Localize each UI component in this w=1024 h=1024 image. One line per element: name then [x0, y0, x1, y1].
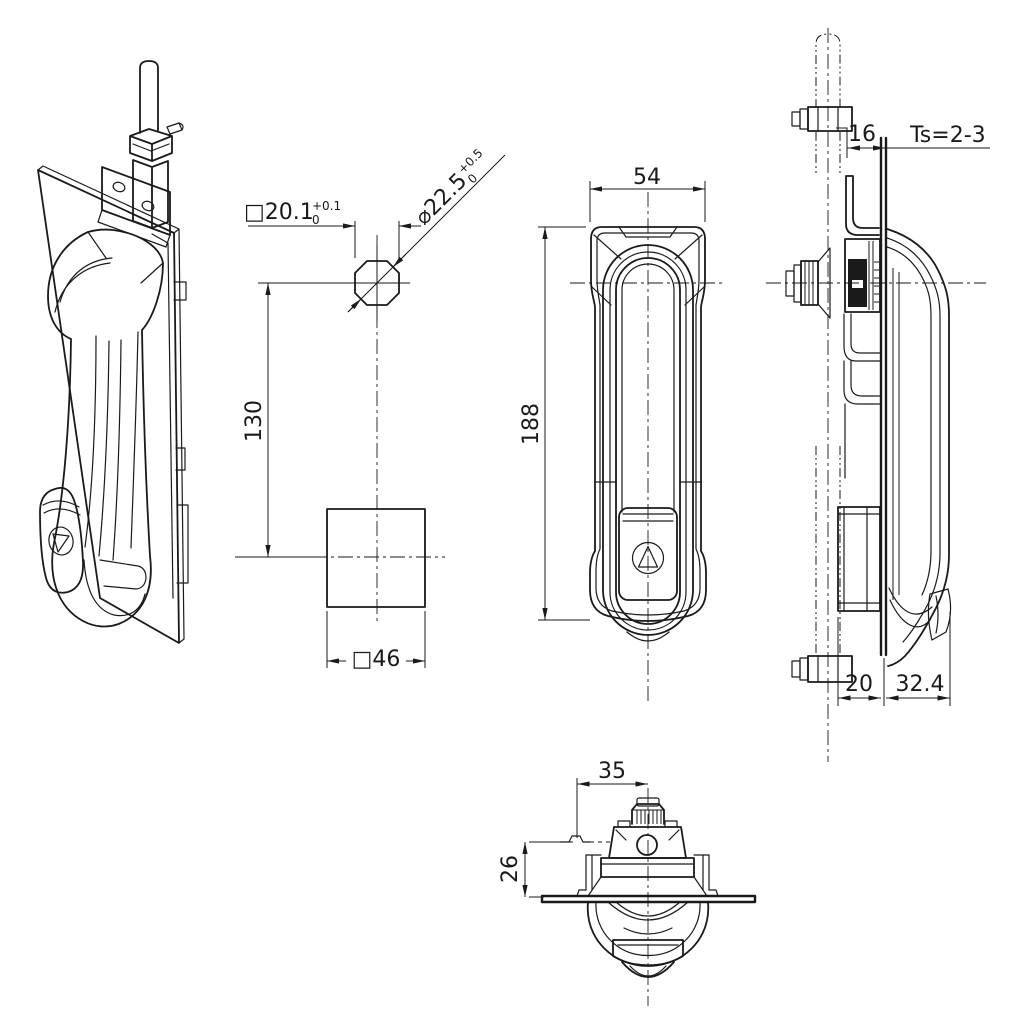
front-logo-triangle [637, 545, 659, 568]
iso-logo-triangle [52, 533, 70, 553]
dim-insert-square: □46 [352, 647, 401, 672]
bottom-cam-body [608, 826, 687, 859]
dim-cutout-square: □20.1 [244, 200, 314, 225]
front-height-ext [538, 226, 590, 621]
side-rod-phantom [815, 33, 841, 654]
dim-front-width: 54 [633, 165, 661, 190]
iso-escutcheon-edge [151, 233, 174, 599]
side-cup-bottom-arcs [888, 587, 933, 628]
side-top-clamp-screw [799, 108, 809, 130]
front-grip-outer [602, 244, 694, 636]
dim-bottom-width: 35 [598, 759, 626, 784]
bottom-panel [540, 894, 757, 904]
dim-front-height: 188 [519, 403, 544, 445]
front-button-top-lines [622, 513, 674, 522]
iso-clamp-chamfer [132, 143, 170, 152]
front-grip-band-inner [621, 263, 675, 513]
bottom-ears [585, 854, 710, 891]
dim-bottom-height: 26 [498, 855, 523, 883]
bottom-spindle-cap [636, 797, 660, 807]
side-bottom-clamp-screw [799, 657, 809, 681]
side-cup-wall [892, 268, 900, 600]
dim-side-depth-behind: 20 [845, 672, 873, 697]
side-housing-top-bracket [845, 175, 880, 236]
bottom-base-block [600, 857, 695, 878]
bottom-spindle-nut [631, 803, 665, 825]
side-cup-inner2 [886, 246, 932, 596]
iso-panel-thickness-edge [37, 165, 185, 644]
front-escutcheon-outline [589, 226, 707, 622]
side-view: 16 Ts=2-3 20 32.4 [766, 28, 990, 762]
iso-clamp-nut [129, 128, 173, 162]
iso-housing-details [173, 281, 189, 584]
side-offset-ext [836, 127, 990, 158]
cutout-cross-lines [258, 245, 410, 321]
front-grip-mid [609, 251, 687, 631]
side-cup-outer [886, 228, 950, 667]
front-corner-facets [591, 234, 705, 306]
front-logo-circle [631, 541, 665, 575]
bottom-width-ext [576, 778, 648, 838]
side-panel [879, 136, 888, 657]
front-escutcheon-inner [595, 232, 701, 616]
side-knob-arm [817, 247, 831, 319]
side-cup-inner1 [886, 237, 941, 643]
side-housing-mid-bracket [843, 313, 881, 479]
dim-center-distance: 130 [242, 400, 267, 442]
bottom-view: 35 26 [498, 759, 757, 1006]
front-view: 54 188 [519, 165, 724, 702]
iso-cam-column [132, 159, 169, 229]
side-latch-claw [927, 588, 952, 641]
bottom-button-cap [612, 939, 684, 967]
iso-logo-circle [48, 526, 74, 556]
front-push-button [618, 507, 678, 601]
dim-side-depth-front: 32.4 [896, 672, 945, 697]
dim-cutout-square-tol-lower: 0 [312, 213, 320, 227]
diameter-leader [347, 154, 506, 313]
front-top-recess [618, 226, 678, 238]
iso-handle-head-facets [54, 231, 164, 313]
iso-clamp-screw-boss [166, 122, 184, 135]
iso-spindle-rod [139, 60, 159, 134]
iso-bracket-hole-1 [112, 181, 126, 193]
iso-bracket-flange [97, 209, 171, 248]
dim-cutout-square-tol-upper: +0.1 [312, 199, 341, 213]
bottom-section-step [559, 835, 591, 843]
panel-cutout-octagon [354, 260, 400, 306]
bottom-cup-arcs [607, 901, 689, 935]
side-depth-ext [837, 612, 951, 706]
front-grip-tip [626, 631, 670, 642]
iso-handle-inner-lines [84, 331, 139, 561]
iso-panel [37, 169, 180, 644]
bottom-dome [621, 961, 675, 978]
dim-panel-thickness: Ts=2-3 [909, 123, 986, 148]
cutout-ext-lines [248, 221, 421, 258]
cutout-dimension-view: □20.1 +0.1 0 ⌀22.5 +0.5 0 130 □46 [235, 146, 506, 672]
bottom-cam-hole [636, 834, 658, 856]
side-knob-cap [785, 270, 795, 297]
iso-bracket-hole-2 [141, 200, 155, 212]
front-grip-band [615, 257, 681, 625]
dim-side-offset: 16 [848, 122, 876, 147]
bottom-cup-inner [595, 901, 701, 957]
bottom-height-ext [529, 841, 573, 898]
isometric-view [37, 60, 189, 644]
side-top-clamp [807, 106, 853, 132]
iso-push-flap-band [42, 500, 81, 516]
dim-cutout-diameter: ⌀22.5 [411, 169, 473, 231]
insert-square [326, 508, 426, 608]
iso-push-flap [39, 486, 84, 594]
iso-escutcheon-cap [83, 559, 147, 617]
side-lock-cylinder [848, 259, 867, 307]
bottom-flange [576, 876, 719, 897]
